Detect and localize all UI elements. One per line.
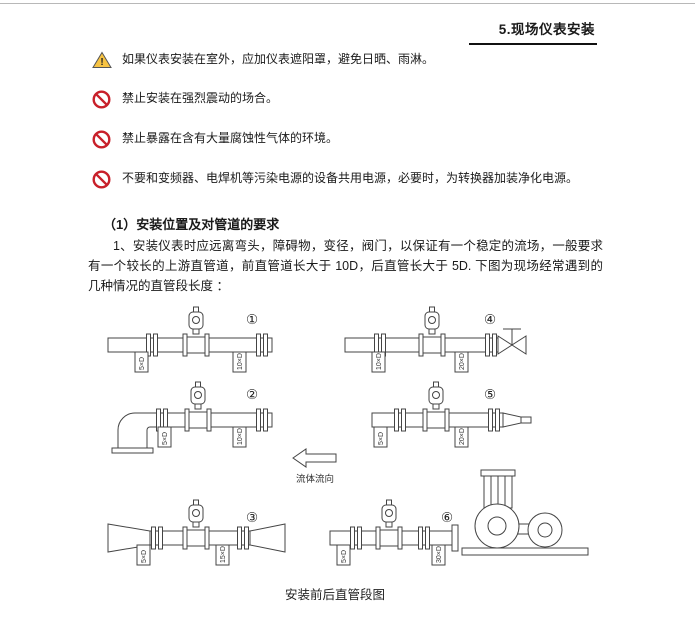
dim-label: 10×D — [232, 426, 247, 448]
prohibition-icon — [92, 129, 112, 154]
svg-text:!: ! — [100, 57, 103, 68]
page-title: 5.现场仪表安装 — [498, 22, 595, 37]
outlet-cone — [249, 523, 286, 553]
dim-label: 5×D — [336, 544, 351, 566]
warning-triangle-icon: ! — [92, 50, 112, 74]
svg-text:15×D: 15×D — [220, 546, 227, 563]
svg-text:10×D: 10×D — [237, 428, 244, 445]
svg-text:20×D: 20×D — [459, 428, 466, 445]
warning-item: 禁止暴露在含有大量腐蚀性气体的环境。 — [92, 129, 637, 154]
flow-direction-arrow-icon: 流体流向 — [292, 448, 337, 485]
flow-direction-label: 流体流向 — [296, 473, 334, 485]
diagram-number: ⑥ — [441, 510, 453, 525]
diagram-valve-upstream: 10×D 20×D ④ — [344, 306, 527, 373]
warning-text: 不要和变频器、电焊机等污染电源的设备共用电源，必要时，为转换器加装净化电源。 — [122, 171, 579, 185]
flowmeter-icon — [375, 499, 403, 550]
dim-label: 5×D — [136, 544, 151, 566]
dim-label: 5×D — [373, 426, 388, 448]
diagram-number: ② — [246, 387, 258, 402]
pipe-installation-diagrams: 5×D 10×D ① — [107, 306, 589, 566]
pump-icon — [451, 469, 589, 556]
diagram-reducer-upstream: 5×D 20×D ⑤ — [371, 381, 532, 448]
figure-caption: 安装前后直管段图 — [284, 588, 385, 602]
diagram-number: ① — [246, 312, 258, 327]
svg-text:30×D: 30×D — [436, 546, 443, 563]
flowmeter-icon — [182, 306, 210, 357]
warning-item: ! 如果仪表安装在室外，应加仪表遮阳罩，避免日晒、雨淋。 — [92, 50, 637, 74]
reducer-cone — [502, 412, 522, 428]
diagram-number: ③ — [246, 510, 258, 525]
diagram-number: ⑤ — [484, 387, 496, 402]
valve-icon — [497, 328, 527, 355]
diagram-number: ④ — [484, 312, 496, 327]
dim-label: 10×D — [371, 351, 386, 373]
warning-item: 禁止安装在强烈震动的场合。 — [92, 89, 637, 114]
svg-text:10×D: 10×D — [376, 353, 383, 370]
section-heading: （1）安装位置及对管道的要求 — [103, 217, 280, 232]
page-header: 5.现场仪表安装 — [468, 18, 597, 45]
warning-text: 如果仪表安装在室外，应加仪表遮阳罩，避免日晒、雨淋。 — [122, 52, 435, 66]
diagram-straight-pipe: 5×D 10×D ① — [107, 306, 273, 373]
diagram-elbow-upstream: 5×D 10×D ② — [111, 381, 273, 454]
dim-label: 15×D — [215, 544, 230, 566]
elbow-end-flange — [111, 447, 154, 454]
flowmeter-icon — [418, 306, 446, 357]
prohibition-icon — [92, 89, 112, 114]
dim-label: 20×D — [454, 426, 469, 448]
svg-text:10×D: 10×D — [237, 353, 244, 370]
dim-label: 10×D — [232, 351, 247, 373]
svg-text:5×D: 5×D — [139, 357, 146, 370]
warning-text: 禁止安装在强烈震动的场合。 — [122, 91, 279, 105]
svg-text:5×D: 5×D — [162, 432, 169, 445]
warning-text: 禁止暴露在含有大量腐蚀性气体的环境。 — [122, 131, 339, 145]
flowmeter-icon — [182, 499, 210, 550]
svg-text:5×D: 5×D — [141, 550, 148, 563]
page-edge-line — [0, 3, 695, 4]
warning-item: 不要和变频器、电焊机等污染电源的设备共用电源，必要时，为转换器加装净化电源。 — [92, 169, 637, 194]
outlet-stub — [520, 416, 532, 424]
flowmeter-icon — [184, 381, 212, 432]
flowmeter-icon — [422, 381, 450, 432]
svg-text:5×D: 5×D — [378, 432, 385, 445]
dim-label: 5×D — [157, 426, 172, 448]
prohibition-icon — [92, 169, 112, 194]
dim-label: 20×D — [454, 351, 469, 373]
svg-text:20×D: 20×D — [459, 353, 466, 370]
dim-label: 5×D — [134, 351, 149, 373]
svg-text:5×D: 5×D — [341, 550, 348, 563]
warning-list: ! 如果仪表安装在室外，应加仪表遮阳罩，避免日晒、雨淋。 禁止安装在强烈震动的场… — [92, 50, 637, 209]
diagram-pump-upstream: 5×D 30×D ⑥ — [329, 469, 589, 566]
diagram-reduced-bore: 5×D 15×D ③ — [107, 499, 286, 566]
section-paragraph: 1、安装仪表时应远离弯头，障碍物，变径，阀门，以保证有一个稳定的流场，一般要求有… — [88, 239, 603, 293]
dim-label: 30×D — [431, 544, 446, 566]
